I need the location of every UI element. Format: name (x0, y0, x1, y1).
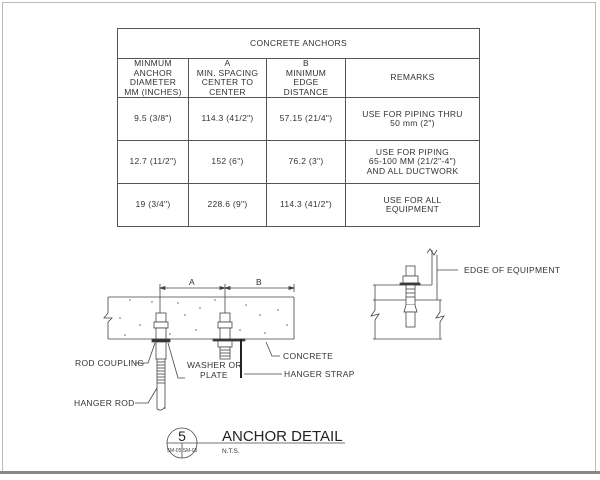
table-row: 9.5 (3/8") 114.3 (41/2") 57.15 (21/4") U… (117, 97, 480, 141)
cell-edge: 76.2 (3") (266, 140, 346, 184)
remarks-line: USE FOR PIPING (375, 146, 450, 157)
title-block (166, 427, 345, 459)
equipment-detail (370, 248, 458, 340)
table-title: CONCRETE ANCHORS (117, 28, 480, 59)
header-line: EDGE (293, 77, 319, 87)
cell-remarks: USE FOR ALL EQUIPMENT (345, 183, 480, 227)
cell-edge: 114.3 (41/2") (266, 183, 346, 227)
concrete-anchors-table: CONCRETE ANCHORS MINMUM ANCHOR DIAMETER … (117, 28, 480, 227)
anchor-right (212, 312, 246, 360)
remarks-line: 50 mm (2") (390, 118, 435, 128)
remarks-line: AND ALL DUCTWORK (366, 165, 459, 176)
cell-remarks: USE FOR PIPING THRU 50 mm (2") (345, 97, 480, 141)
table-row: 12.7 (11/2") 152 (6") 76.2 (3") USE FOR … (117, 140, 480, 184)
header-line: ANCHOR (133, 67, 173, 78)
remarks-line: EQUIPMENT (385, 204, 440, 214)
header-line: CENTER TO (201, 77, 254, 87)
header-line: MINIMUM (285, 67, 327, 78)
scale-note: N.T.S. (222, 448, 240, 455)
sheet-ref-left: SM-05 (167, 448, 182, 454)
cell-diameter: 19 (3/4") (117, 183, 189, 227)
sheet-ref-right: SM-05 (183, 448, 198, 454)
bottom-border (0, 471, 600, 474)
header-line: CENTER (209, 86, 246, 97)
header-line: B (303, 58, 309, 68)
detail-number: 5 (178, 428, 186, 444)
header-line: REMARKS (390, 72, 435, 83)
remarks-line: 65-100 MM (21/2"-4") (368, 156, 457, 167)
detail-title: ANCHOR DETAIL (222, 428, 343, 445)
table-row: 19 (3/4") 228.6 (9") 114.3 (41/2") USE F… (117, 183, 480, 227)
label-hanger-rod: HANGER ROD (74, 398, 135, 408)
dim-label-b: B (256, 277, 262, 287)
header-line: MINMUM (134, 58, 172, 68)
dim-label-a: A (189, 277, 195, 287)
label-hanger-strap: HANGER STRAP (284, 369, 355, 379)
label-concrete: CONCRETE (283, 351, 333, 361)
header-line: DIAMETER (129, 77, 177, 87)
header-remarks: REMARKS (345, 58, 480, 98)
label-washer: WASHER OR (187, 360, 242, 370)
cell-spacing: 228.6 (9") (188, 183, 267, 227)
label-rod-coupling: ROD COUPLING (75, 358, 144, 368)
remarks-line: USE FOR PIPING THRU (362, 108, 463, 119)
dimension-lines (158, 284, 296, 316)
header-line: A (224, 58, 231, 68)
label-edge-of-equipment: EDGE OF EQUIPMENT (464, 265, 560, 275)
label-plate: PLATE (200, 370, 228, 380)
remarks-line: USE FOR ALL (383, 194, 442, 205)
header-diameter: MINMUM ANCHOR DIAMETER MM (INCHES) (117, 58, 189, 98)
concrete-slab (103, 296, 295, 340)
header-line: MM (INCHES) (124, 86, 182, 97)
anchor-left (151, 312, 171, 411)
header-line: DISTANCE (283, 86, 329, 97)
header-line: MIN. SPACING (196, 67, 259, 78)
cell-remarks: USE FOR PIPING 65-100 MM (21/2"-4") AND … (345, 140, 480, 184)
leader-lines (135, 341, 282, 404)
cell-spacing: 152 (6") (188, 140, 267, 184)
